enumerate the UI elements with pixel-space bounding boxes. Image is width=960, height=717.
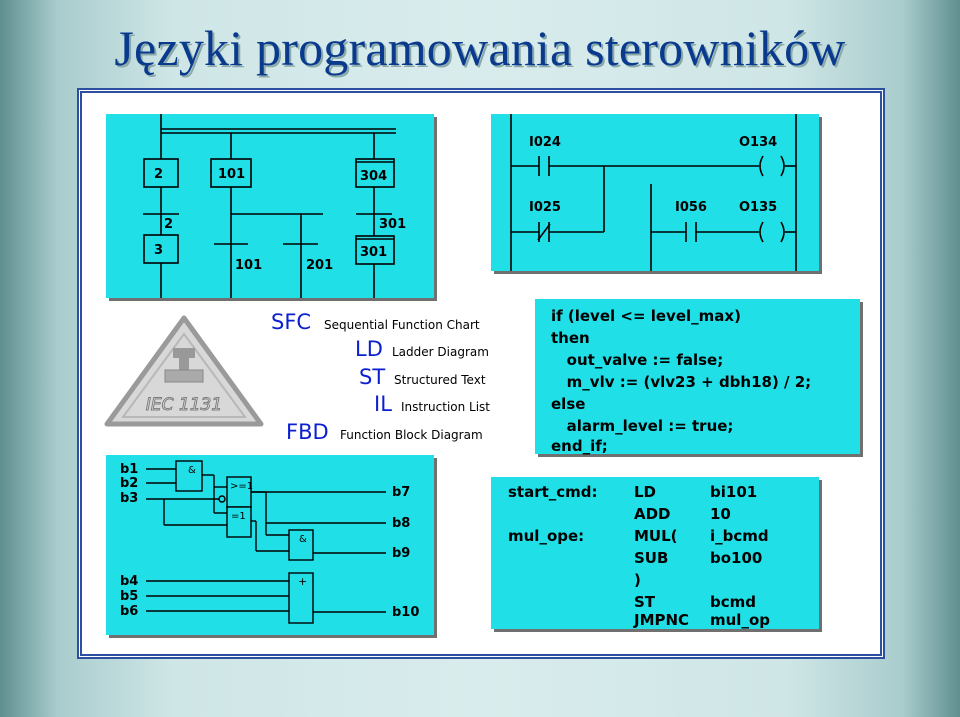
- fbd-input-b6: b6: [120, 604, 138, 619]
- sfc-step-2: 2: [154, 167, 163, 182]
- ladder-coil-o135: O135: [739, 200, 777, 215]
- diagram-frame: 2 101 304 3 301 2 101 201 301: [77, 88, 885, 659]
- il-arg: 10: [710, 505, 731, 523]
- ladder-panel: I024 I025 I056 O134 O135: [491, 114, 819, 271]
- il-op: LD: [634, 483, 657, 501]
- fbd-output-b7: b7: [392, 485, 410, 500]
- fbd-input-b2: b2: [120, 476, 138, 491]
- il-arg: bcmd: [710, 593, 756, 611]
- legend-abbr-fbd: FBD: [286, 420, 329, 444]
- fbd-output-b8: b8: [392, 516, 410, 531]
- sfc-step-301: 301: [360, 245, 387, 260]
- sfc-step-304: 304: [360, 169, 387, 184]
- il-op: ): [634, 571, 641, 589]
- st-line: m_vlv := (vlv23 + dbh18) / 2;: [551, 373, 812, 391]
- ladder-contact-i025: I025: [529, 200, 561, 215]
- il-op: JMPNC: [634, 611, 690, 629]
- sfc-step-101: 101: [218, 167, 245, 182]
- legend-full-ld: Ladder Diagram: [392, 345, 489, 359]
- il-arg: mul_op: [710, 611, 770, 629]
- il-arg: i_bcmd: [710, 527, 769, 545]
- legend-abbr-ld: LD: [355, 337, 383, 361]
- legend-full-st: Structured Text: [394, 373, 486, 387]
- legend-full-sfc: Sequential Function Chart: [324, 318, 480, 332]
- il-arg: bi101: [710, 483, 758, 501]
- sfc-transition-2: 2: [164, 217, 173, 232]
- fbd-block-add: +: [298, 575, 307, 588]
- sfc-diagram: 2 101 304 3 301 2 101 201 301: [143, 114, 406, 298]
- il-op: ADD: [634, 505, 671, 523]
- il-op: ST: [634, 593, 656, 611]
- fbd-block-and-2: &: [299, 534, 307, 545]
- st-panel: if (level <= level_max) then out_valve :…: [535, 299, 860, 455]
- sfc-panel: 2 101 304 3 301 2 101 201 301: [106, 114, 434, 298]
- fbd-block-and: &: [188, 465, 196, 476]
- st-line: end_if;: [551, 437, 608, 455]
- slide-title: Języki programowania sterowników: [114, 20, 846, 76]
- il-op: SUB: [634, 549, 669, 567]
- il-panel: start_cmd: mul_ope: LD ADD MUL( SUB ) ST…: [491, 477, 819, 629]
- st-line: then: [551, 329, 590, 347]
- il-label: mul_ope:: [508, 527, 585, 545]
- fbd-output-b10: b10: [392, 605, 419, 620]
- st-line: out_valve := false;: [551, 351, 724, 369]
- fbd-input-b4: b4: [120, 574, 138, 589]
- il-op: MUL(: [634, 527, 678, 545]
- fbd-block-xor: =1: [231, 511, 246, 522]
- sfc-step-3: 3: [154, 243, 163, 258]
- legend-abbr-st: ST: [359, 365, 386, 389]
- fbd-panel: b1 b2 b3 b4 b5 b6 b7 b8 b9 b10 & >=1 =1 …: [106, 455, 434, 635]
- legend-abbr-il: IL: [374, 392, 392, 416]
- iec-logo-text: IEC 1131: [146, 395, 222, 415]
- legend-abbr-sfc: SFC: [271, 310, 312, 334]
- sfc-transition-201: 201: [306, 258, 333, 273]
- fbd-block-or: >=1: [230, 481, 253, 492]
- legend-full-il: Instruction List: [401, 400, 491, 414]
- sfc-transition-301: 301: [379, 217, 406, 232]
- ladder-contact-i056: I056: [675, 200, 707, 215]
- fbd-input-b3: b3: [120, 491, 138, 506]
- fbd-output-b9: b9: [392, 546, 410, 561]
- legend-full-fbd: Function Block Diagram: [340, 428, 483, 442]
- sfc-transition-101: 101: [235, 258, 262, 273]
- ladder-diagram: I024 I025 I056 O134 O135: [510, 114, 797, 271]
- fbd-input-b1: b1: [120, 462, 138, 477]
- iec-1131-logo: IEC 1131: [104, 315, 264, 427]
- st-line: alarm_level := true;: [551, 417, 734, 435]
- il-label: start_cmd:: [508, 483, 598, 501]
- ladder-contact-i024: I024: [529, 135, 561, 150]
- il-arg: bo100: [710, 549, 763, 567]
- ladder-coil-o134: O134: [739, 135, 777, 150]
- fbd-diagram: b1 b2 b3 b4 b5 b6 b7 b8 b9 b10 & >=1 =1 …: [120, 460, 419, 624]
- st-line: if (level <= level_max): [551, 307, 741, 325]
- fbd-input-b5: b5: [120, 589, 138, 604]
- st-line: else: [551, 395, 586, 413]
